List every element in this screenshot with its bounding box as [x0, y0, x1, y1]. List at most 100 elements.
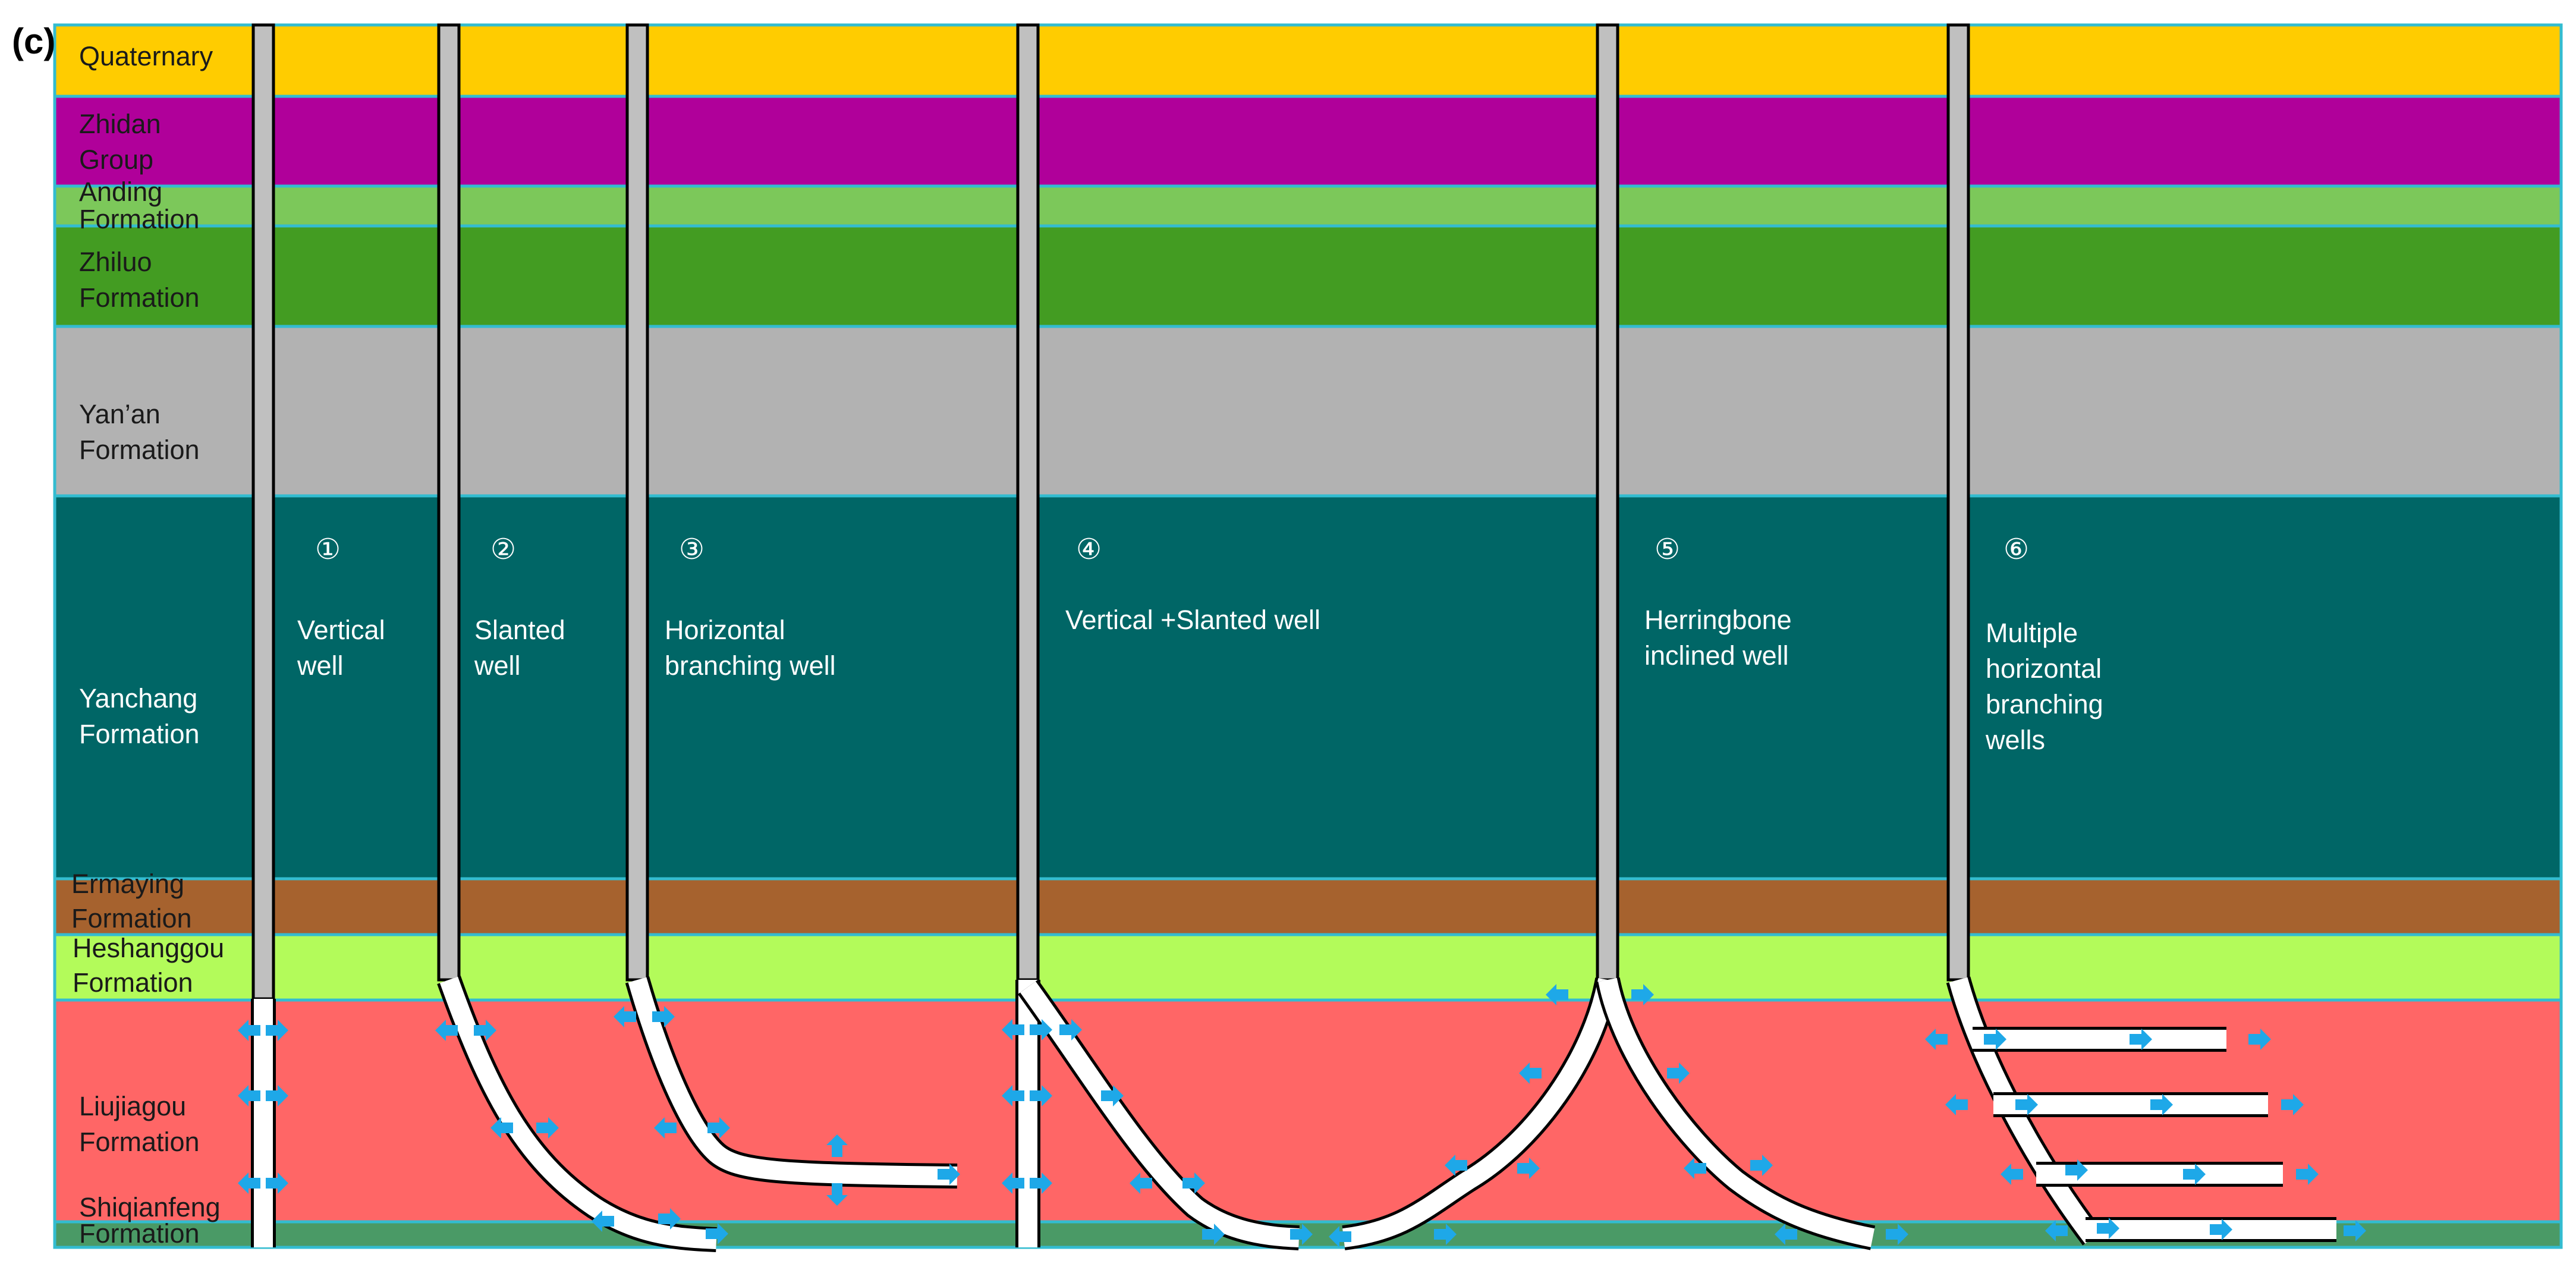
- well-casing-1: [251, 23, 275, 1001]
- flow-arrow-20: [1002, 1019, 1024, 1040]
- stratum-band-5: [53, 494, 2563, 881]
- flow-arrow-27: [1101, 1085, 1124, 1106]
- stratum-band-6: [53, 877, 2563, 936]
- well-casing-4: [1016, 23, 1040, 982]
- flow-arrow-38: [1684, 1158, 1706, 1179]
- flow-arrow-51: [2281, 1094, 2304, 1115]
- flow-arrow-2: [238, 1085, 260, 1106]
- stratum-band-0: [53, 23, 2563, 98]
- flow-arrow-23: [1030, 1085, 1052, 1106]
- well-number-1: ①: [315, 534, 341, 565]
- flow-arrow-22: [1002, 1085, 1024, 1106]
- layer-label-yanan-formation: Yan’an Formation: [79, 399, 200, 465]
- borehole-well-2: [439, 976, 717, 1249]
- flow-arrow-37: [1517, 1158, 1540, 1179]
- borehole-well-5-left: [1342, 978, 1617, 1247]
- flow-arrow-1: [266, 1020, 288, 1041]
- flow-arrow-0: [238, 1020, 260, 1041]
- flow-arrow-29: [1182, 1172, 1205, 1194]
- layer-label-yanchang-formation: Yanchang Formation: [79, 683, 205, 749]
- flow-arrow-28: [1130, 1172, 1152, 1194]
- flow-arrow-55: [2296, 1164, 2319, 1185]
- flow-arrow-52: [2001, 1164, 2023, 1185]
- well-number-4: ④: [1076, 534, 1102, 565]
- well-label-vertical-slanted: Vertical +Slanted well: [1065, 605, 1320, 635]
- flow-arrow-15: [654, 1117, 677, 1139]
- stratum-band-2: [53, 184, 2563, 228]
- flow-arrow-45: [1984, 1029, 2006, 1050]
- well-label-herringbone: Herringbone inclined well: [1644, 605, 1799, 671]
- flow-arrow-39: [1750, 1155, 1773, 1176]
- flow-arrow-47: [2248, 1029, 2271, 1050]
- flow-arrow-12: [706, 1223, 728, 1244]
- flow-arrow-11: [658, 1208, 681, 1230]
- flow-arrow-8: [490, 1117, 513, 1139]
- layer-label-anding-formation: Anding Formation: [79, 177, 200, 234]
- flow-arrow-5: [266, 1172, 288, 1194]
- well-number-3: ③: [679, 534, 704, 565]
- flow-arrow-43: [1886, 1224, 1908, 1245]
- flow-arrow-56: [2045, 1220, 2068, 1241]
- well-casing-6: [1946, 23, 1970, 982]
- borehole-well-3: [628, 977, 958, 1186]
- flow-arrow-41: [1434, 1224, 1457, 1245]
- layer-label-quaternary: Quaternary: [79, 41, 213, 71]
- well-number-5: ⑤: [1655, 534, 1680, 565]
- well-label-slanted: Slanted well: [474, 615, 573, 681]
- stratum-band-7: [53, 933, 2563, 1002]
- flow-arrow-14: [652, 1006, 675, 1027]
- flow-arrow-31: [1290, 1224, 1313, 1245]
- borehole-well-4-slant: [1020, 981, 1300, 1247]
- flow-arrow-25: [1030, 1172, 1052, 1194]
- flow-arrow-36: [1445, 1155, 1467, 1176]
- well-boreholes: [251, 975, 2336, 1252]
- flow-arrow-21: [1030, 1019, 1052, 1040]
- layer-label-zhiluo-formation: Zhiluo Formation: [79, 247, 200, 313]
- flow-arrow-13: [614, 1006, 636, 1027]
- stratum-band-1: [53, 95, 2563, 188]
- layer-label-zhidan-group: Zhidan Group: [79, 109, 168, 175]
- flow-arrow-35: [1667, 1062, 1690, 1084]
- flow-arrow-24: [1002, 1172, 1024, 1194]
- flow-arrow-33: [1631, 984, 1654, 1005]
- stratum-band-4: [53, 325, 2563, 498]
- layer-label-heshanggou-formation: Heshanggou Formation: [73, 933, 232, 998]
- flow-arrow-46: [2130, 1029, 2152, 1050]
- flow-arrow-7: [474, 1020, 496, 1041]
- flow-arrow-59: [2344, 1220, 2366, 1241]
- flow-arrow-58: [2210, 1219, 2232, 1240]
- flow-arrow-40: [1329, 1226, 1351, 1247]
- flow-arrow-49: [2015, 1094, 2038, 1115]
- well-casings: [251, 23, 1970, 1001]
- flow-arrow-34: [1519, 1062, 1542, 1084]
- flow-arrow-48: [1945, 1094, 1968, 1115]
- flow-arrow-57: [2097, 1218, 2119, 1239]
- stratum-band-3: [53, 224, 2563, 328]
- well-number-6: ⑥: [2003, 534, 2029, 565]
- panel-label: (c): [12, 21, 55, 61]
- flow-arrow-16: [707, 1117, 730, 1139]
- layer-label-shiqianfeng-formation: Shiqianfeng Formation: [79, 1192, 228, 1249]
- flow-arrow-42: [1775, 1224, 1797, 1245]
- flow-arrow-6: [435, 1020, 458, 1041]
- well-casing-3: [625, 23, 649, 982]
- layer-label-liujiagou-formation: Liujiagou Formation: [79, 1091, 200, 1157]
- well-label-vertical: Vertical well: [297, 615, 392, 681]
- well-casing-5: [1596, 23, 1619, 982]
- well-number-2: ②: [490, 534, 516, 565]
- well-label-horizontal-branching: Horizontal branching well: [665, 615, 836, 681]
- flow-arrow-44: [1925, 1029, 1948, 1050]
- flow-arrows: [238, 984, 2366, 1247]
- strata-layers: [53, 23, 2563, 1249]
- flow-arrow-18: [826, 1183, 848, 1206]
- flow-arrow-50: [2150, 1094, 2173, 1115]
- flow-arrow-32: [1546, 984, 1568, 1005]
- flow-arrow-54: [2183, 1164, 2206, 1185]
- flow-arrow-4: [238, 1172, 260, 1194]
- well-casing-2: [437, 23, 461, 982]
- flow-arrow-3: [266, 1085, 288, 1106]
- flow-arrow-30: [1202, 1224, 1225, 1245]
- flow-arrow-26: [1059, 1019, 1082, 1040]
